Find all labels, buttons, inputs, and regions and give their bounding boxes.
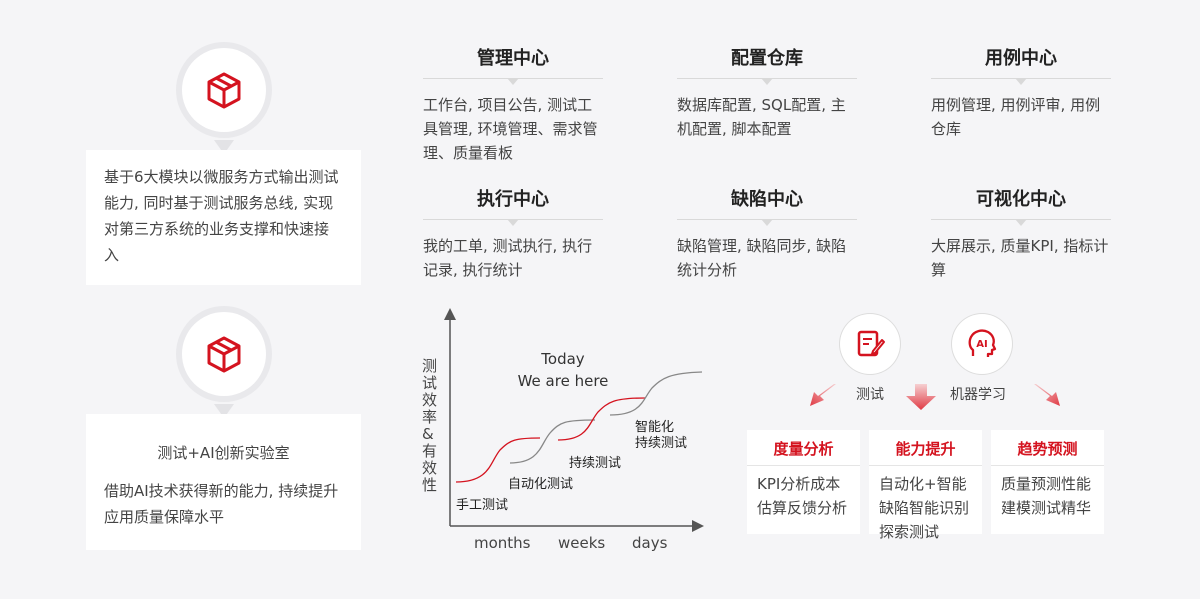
module-config: 配置仓库 数据库配置, SQL配置, 主机配置, 脚本配置 [677, 46, 857, 141]
curve-continuous [557, 397, 646, 441]
card-desc: 质量预测性能建模测试精华 [1001, 475, 1092, 517]
module-desc: 工作台, 项目公告, 测试工具管理, 环境管理、需求管理、质量看板 [423, 96, 598, 162]
evolution-diagram [444, 308, 704, 532]
stage-automation: 自动化测试 [508, 477, 574, 492]
ai-lab-card: 测试+AI创新实验室 借助AI技术获得新的能力, 持续提升应用质量保障水平 [86, 414, 361, 550]
module-title: 可视化中心 [976, 189, 1066, 210]
stage-manual: 手工测试 [456, 498, 509, 513]
module-divider [931, 78, 1111, 85]
card-title: 趋势预测 [1017, 440, 1078, 458]
card-desc: 自动化+智能缺陷智能识别探索测试 [879, 475, 970, 541]
module-divider [677, 78, 857, 85]
module-title: 配置仓库 [731, 48, 803, 69]
today-label: Today We are here [490, 348, 636, 392]
test-circle [840, 314, 900, 374]
svg-text:AI: AI [976, 339, 987, 350]
module-management: 管理中心 工作台, 项目公告, 测试工具管理, 环境管理、需求管理、质量看板 [423, 46, 603, 165]
trend-forecast-card: 趋势预测 质量预测性能建模测试精华 [991, 430, 1104, 534]
today-line2: We are here [517, 372, 609, 390]
stage-continuous: 持续测试 [569, 456, 622, 471]
x-tick-months: months [474, 534, 531, 552]
stage-intelligent: 智能化 持续测试 [635, 420, 687, 452]
microservice-card: 基于6大模块以微服务方式输出测试能力, 同时基于测试服务总线, 实现对第三方系统… [86, 150, 361, 285]
cube-icon [207, 72, 241, 109]
module-desc: 用例管理, 用例评审, 用例仓库 [931, 96, 1101, 138]
arrow-down-icon [906, 384, 936, 410]
card-divider [869, 465, 982, 466]
ml-circle: AI [952, 314, 1012, 374]
module-divider [931, 219, 1111, 226]
module-divider [677, 219, 857, 226]
test-label: 测试 [856, 387, 884, 403]
module-desc: 我的工单, 测试执行, 执行记录, 执行统计 [423, 237, 593, 279]
module-execution: 执行中心 我的工单, 测试执行, 执行记录, 执行统计 [423, 187, 603, 282]
curve-automation [509, 419, 596, 464]
arrow-right-icon [1034, 384, 1060, 406]
cube-badge-top [182, 48, 266, 132]
card-divider [747, 465, 860, 466]
module-testcase: 用例中心 用例管理, 用例评审, 用例仓库 [931, 46, 1111, 141]
card-title: 能力提升 [895, 440, 956, 458]
module-defect: 缺陷中心 缺陷管理, 缺陷同步, 缺陷统计分析 [677, 187, 857, 282]
ml-label: 机器学习 [950, 387, 1006, 403]
module-title: 缺陷中心 [731, 189, 803, 210]
x-tick-days: days [632, 534, 668, 552]
arrow-left-icon [810, 384, 836, 406]
microservice-text: 基于6大模块以微服务方式输出测试能力, 同时基于测试服务总线, 实现对第三方系统… [104, 168, 339, 264]
module-title: 执行中心 [477, 189, 549, 210]
module-desc: 数据库配置, SQL配置, 主机配置, 脚本配置 [677, 96, 846, 138]
stage-intelligent-line1: 智能化 [635, 420, 675, 435]
x-tick-weeks: weeks [558, 534, 606, 552]
module-visualization: 可视化中心 大屏展示, 质量KPI, 指标计算 [931, 187, 1111, 282]
module-title: 用例中心 [985, 48, 1057, 69]
stage-intelligent-line2: 持续测试 [635, 436, 688, 451]
cube-badge-bottom [182, 312, 266, 396]
curve-intelligent [609, 371, 703, 416]
card-divider [991, 465, 1104, 466]
ai-lab-title: 测试+AI创新实验室 [157, 444, 290, 462]
capability-card: 能力提升 自动化+智能缺陷智能识别探索测试 [869, 430, 982, 541]
card-title: 度量分析 [773, 440, 834, 458]
y-axis-label: 测试效率&有效性 [422, 357, 438, 494]
module-divider [423, 78, 603, 85]
ai-head-icon: AI [968, 329, 997, 357]
cube-icon [207, 336, 241, 373]
ai-lab-text: 借助AI技术获得新的能力, 持续提升应用质量保障水平 [104, 482, 339, 526]
module-desc: 大屏展示, 质量KPI, 指标计算 [931, 237, 1109, 279]
today-line1: Today [541, 350, 585, 368]
card-desc: KPI分析成本估算反馈分析 [757, 475, 848, 517]
module-divider [423, 219, 603, 226]
curve-manual [455, 437, 541, 483]
module-title: 管理中心 [477, 48, 549, 69]
module-desc: 缺陷管理, 缺陷同步, 缺陷统计分析 [677, 237, 847, 279]
edit-document-icon [857, 330, 885, 357]
metric-analysis-card: 度量分析 KPI分析成本估算反馈分析 [747, 430, 860, 534]
